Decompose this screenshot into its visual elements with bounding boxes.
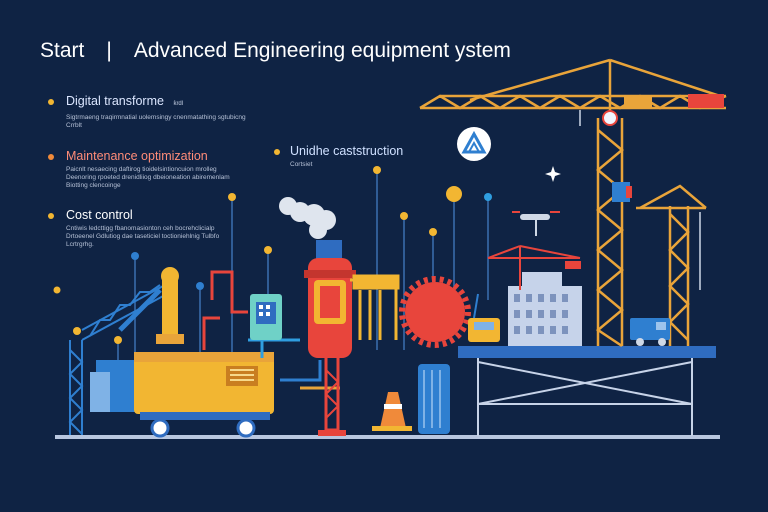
crane-panel xyxy=(612,182,630,202)
barrel-icon xyxy=(418,364,450,434)
callout-bullet xyxy=(48,213,54,219)
crane-icon xyxy=(487,245,581,290)
callout-desc-line: Cortsiet xyxy=(290,161,313,168)
traffic-cone-icon xyxy=(372,392,412,431)
header-start-label[interactable]: Start xyxy=(40,39,85,62)
callout-desc-line: Crrblt xyxy=(66,122,82,129)
callout-bullet xyxy=(48,154,54,160)
callout-desc-line: Sigtrmaeng traqirmnatial uolemsingy cnen… xyxy=(66,114,246,121)
crane-icon xyxy=(68,284,166,435)
indicator-poles xyxy=(114,166,492,360)
callout-desc-line: Biotting clencoinge xyxy=(66,182,121,189)
logo-badge-icon xyxy=(457,127,491,161)
callout-digital-transformation: Digital transforme ƙrdl Sigtrmaeng traqi… xyxy=(48,94,246,130)
crane-icon xyxy=(636,184,707,346)
callout-desc-line: Paicnlt nesaecing daftirog tioidelsintio… xyxy=(66,166,217,173)
callout-desc-line: Deenoring rpoeted drenidliiog dbeioneati… xyxy=(66,174,230,181)
callout-tag: ƙrdl xyxy=(173,101,184,107)
drone-icon xyxy=(512,211,560,236)
gear-icon xyxy=(399,276,471,348)
callout-title: Digital transforme xyxy=(66,94,164,108)
robot-arm-icon xyxy=(118,267,184,344)
truck-icon xyxy=(630,318,670,346)
platform xyxy=(458,346,716,436)
generator-icon xyxy=(90,352,274,438)
header-separator: | xyxy=(106,39,112,62)
callout-cost-control: Cost control Cntiwis ledcttigg fbanomasi… xyxy=(48,208,220,249)
page-title: Advanced Engineering equipment ystem xyxy=(133,39,511,62)
callout-unidhe-construction: Unidhe caststruction Cortsiet xyxy=(274,144,404,169)
crane-hook-icon xyxy=(602,110,618,126)
callout-desc-line: Drtoeenel Gdlutiog dae taseticiel toctio… xyxy=(66,233,220,240)
truck-icon xyxy=(468,293,500,342)
bullet-dot xyxy=(53,286,61,294)
callout-desc-line: Lcrtrgrhg. xyxy=(66,241,94,248)
sparkle-icon xyxy=(545,166,561,182)
callout-title: Maintenance optimization xyxy=(66,149,208,163)
ground-line xyxy=(55,435,720,439)
callout-title: Unidhe caststruction xyxy=(290,144,404,158)
crane-cab xyxy=(688,94,724,108)
callout-maintenance-optimization: Maintenance optimization Paicnlt nesaeci… xyxy=(48,149,230,190)
reactor-icon xyxy=(304,240,356,436)
callout-bullet xyxy=(48,99,54,105)
crane-indicator xyxy=(626,186,632,198)
callout-bullet xyxy=(274,149,280,155)
callout-desc-line: Cntiwis ledcttigg fbanomasionton ceh boc… xyxy=(66,225,215,232)
crane-icon xyxy=(419,58,727,348)
coil-structure xyxy=(350,274,400,340)
building-icon xyxy=(508,272,582,346)
smokestack-icon xyxy=(279,197,336,239)
crane-counterweight xyxy=(624,96,652,108)
bullet-dot xyxy=(73,327,81,335)
callout-title: Cost control xyxy=(66,208,133,222)
page-header: Start | Advanced Engineering equipment y… xyxy=(40,36,511,66)
control-panel-icon xyxy=(250,294,282,340)
